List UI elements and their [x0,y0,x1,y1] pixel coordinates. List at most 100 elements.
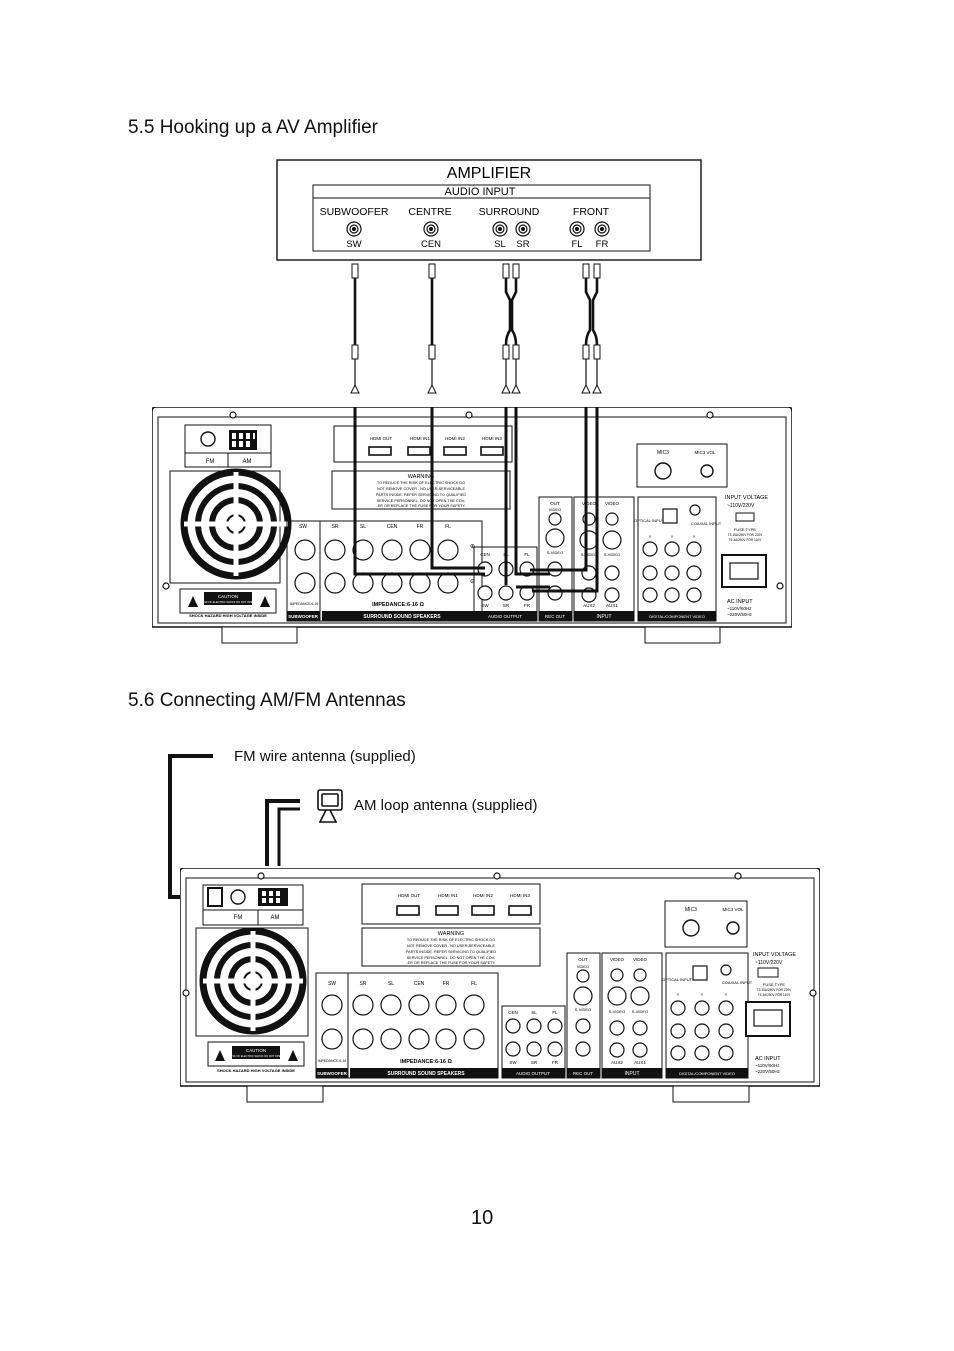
svg-text:FUSE TYPE: FUSE TYPE [734,527,756,532]
svg-text:S-VIDEO: S-VIDEO [547,550,563,555]
svg-text:AUX2: AUX2 [583,603,595,608]
receiver-rear-panel-1: FM AM CAUTION RISK OF ELECTRIC SHOCK DO … [152,407,792,644]
svg-text:-ER OR REPLACE THE FUSE FOR YO: -ER OR REPLACE THE FUSE FOR YOUR SAFETY. [406,961,495,965]
svg-text:T3.15A/250V FOR 220V: T3.15A/250V FOR 220V [728,533,763,537]
svg-text:INPUT VOLTAGE: INPUT VOLTAGE [725,495,768,501]
svg-text:SERVICE PERSONNEL. DO NOT OPEN: SERVICE PERSONNEL. DO NOT OPEN THE COV- [407,956,496,960]
svg-text:DIGITAL/COMPONENT VIDEO: DIGITAL/COMPONENT VIDEO [649,614,705,619]
svg-text:SL: SL [388,981,394,987]
svg-text:MIC3: MIC3 [657,450,669,456]
svg-text:FR: FR [417,524,424,530]
svg-text:SUBWOOFER: SUBWOOFER [317,1071,347,1076]
svg-text:CAUTION: CAUTION [246,1048,266,1053]
svg-text:HDMI OUT: HDMI OUT [398,893,420,898]
svg-text:SW: SW [328,981,336,987]
am-loop-icon [317,789,343,823]
svg-text:IMPEDANCE:6-16: IMPEDANCE:6-16 [290,602,319,606]
svg-text:S-VIDEO: S-VIDEO [632,1009,648,1014]
section-title-antennas: 5.6 Connecting AM/FM Antennas [128,690,406,711]
page-number: 10 [471,1207,494,1229]
section-title-amplifier: 5.5 Hooking up a AV Amplifier [128,117,378,138]
svg-text:Y: Y [677,992,680,997]
svg-text:SR: SR [360,981,367,987]
svg-text:T6.3A/250V FOR 110V: T6.3A/250V FOR 110V [729,538,762,542]
fm-label-2: FM [234,915,243,921]
svg-text:SUBWOOFER: SUBWOOFER [288,614,318,619]
jack-sr: SR [516,239,529,250]
svg-text:HDMI IN2: HDMI IN2 [445,436,465,441]
svg-text:FR: FR [443,981,450,987]
svg-text:~110V/60Hz: ~110V/60Hz [727,606,752,611]
am-label: AM [243,459,252,465]
svg-text:T6.3A/250V FOR 110V: T6.3A/250V FOR 110V [758,993,791,997]
svg-text:SL: SL [360,524,366,530]
svg-text:~110V/60Hz: ~110V/60Hz [755,1063,780,1068]
svg-text:IMPEDANCE:6-16: IMPEDANCE:6-16 [318,1059,347,1063]
svg-text:FL: FL [524,552,530,557]
fm-label: FM [206,459,215,465]
svg-text:INPUT: INPUT [597,614,612,620]
svg-text:FL: FL [552,1010,558,1015]
jack-sl: SL [494,239,506,250]
svg-text:⊖: ⊖ [470,579,475,585]
svg-text:MIC3: MIC3 [685,907,697,913]
svg-text:NOT REMOVE COVER . NO USER-SER: NOT REMOVE COVER . NO USER-SERVICEABLE [377,487,466,491]
svg-text:RISK OF ELECTRIC SHOCK DO NOT: RISK OF ELECTRIC SHOCK DO NOT OPEN [202,600,255,604]
am-loop-wire-1 [265,799,300,866]
svg-text:OPTICAL INPUT: OPTICAL INPUT [634,518,665,523]
group-surround: SURROUND [479,206,540,218]
svg-text:FR: FR [552,1060,559,1065]
am-antenna-label: AM loop antenna (supplied) [354,797,538,814]
svg-text:~110V/220V: ~110V/220V [727,503,755,509]
svg-text:OPTICAL INPUT: OPTICAL INPUT [662,977,693,982]
svg-text:CEN: CEN [414,981,425,987]
svg-text:IMPEDANCE:6-16 Ω: IMPEDANCE:6-16 Ω [400,1059,452,1065]
svg-text:~220V/50Hz: ~220V/50Hz [755,1069,781,1074]
svg-text:VIDEO: VIDEO [577,964,589,969]
svg-text:AUX1: AUX1 [634,1060,646,1065]
svg-text:MIC3 VOL: MIC3 VOL [694,450,716,455]
svg-text:SW: SW [481,603,489,608]
svg-text:HDMI OUT: HDMI OUT [370,436,392,441]
group-centre: CENTRE [408,206,451,218]
svg-text:S-VIDEO: S-VIDEO [604,552,620,557]
svg-text:S-VIDEO: S-VIDEO [575,1007,591,1012]
svg-text:CEN: CEN [387,524,398,530]
amplifier-box [276,159,702,261]
svg-text:VIDEO: VIDEO [605,501,620,506]
receiver-rear-panel-2: FM AM CAUTION RISK OF ELECTRIC SHOCK DO … [180,868,820,1103]
svg-text:VIDEO: VIDEO [549,507,561,512]
svg-text:-ER OR REPLACE THE FUSE FOR YO: -ER OR REPLACE THE FUSE FOR YOUR SAFETY. [376,504,465,508]
svg-text:Y: Y [725,992,728,997]
amplifier-title: AMPLIFIER [447,165,531,182]
svg-text:AUDIO OUTPUT: AUDIO OUTPUT [516,1071,550,1076]
svg-text:COAXIAL INPUT: COAXIAL INPUT [722,980,753,985]
jack-cen: CEN [421,239,441,250]
svg-text:OUT: OUT [578,957,588,962]
svg-text:Y: Y [701,992,704,997]
svg-text:FR: FR [524,603,531,608]
svg-text:HDMI IN3: HDMI IN3 [510,893,530,898]
audio-input-label: AUDIO INPUT [445,186,516,198]
svg-text:SHOCK HAZARD HIGH VOLTAGE INSI: SHOCK HAZARD HIGH VOLTAGE INSIDE [217,1068,295,1073]
caution-text: CAUTION [218,594,238,599]
svg-text:HDMI IN3: HDMI IN3 [482,436,502,441]
svg-text:SERVICE PERSONNEL. DO NOT OPEN: SERVICE PERSONNEL. DO NOT OPEN THE COV- [377,499,466,503]
svg-text:WARNING: WARNING [438,931,464,937]
svg-text:SURROUND SOUND SPEAKERS: SURROUND SOUND SPEAKERS [387,1071,465,1077]
svg-text:INPUT: INPUT [625,1071,640,1077]
svg-text:INPUT VOLTAGE: INPUT VOLTAGE [753,952,796,958]
svg-text:Y: Y [693,534,696,539]
jack-fl: FL [571,239,582,250]
svg-text:REC OUT: REC OUT [545,614,566,619]
svg-text:FL: FL [471,981,477,987]
svg-text:WARNING: WARNING [408,474,434,480]
jack-fr: FR [596,239,609,250]
svg-text:PARTS INSIDE. REFER SERVICING: PARTS INSIDE. REFER SERVICING TO QUALIFI… [406,950,496,954]
jack-sw: SW [346,239,361,250]
svg-text:SW: SW [509,1060,517,1065]
am-label-2: AM [271,915,280,921]
svg-text:CEN: CEN [480,552,490,557]
